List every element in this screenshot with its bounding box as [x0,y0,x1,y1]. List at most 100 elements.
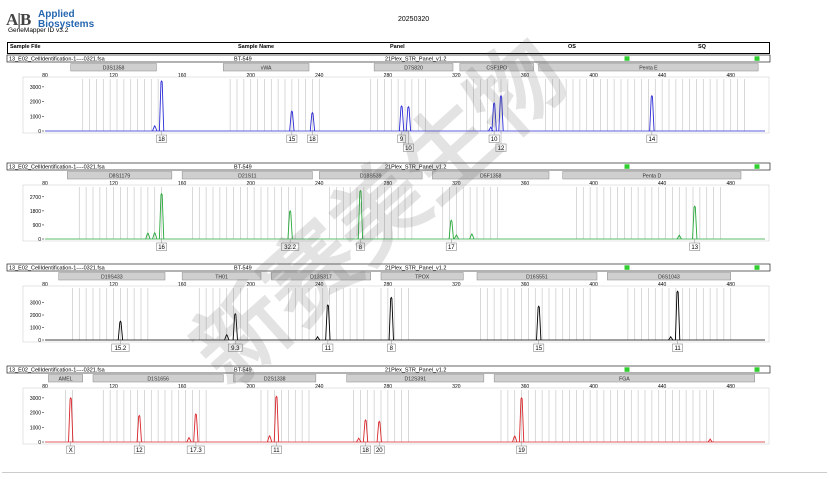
allele-label-box [516,445,527,454]
allele-peak [158,192,165,240]
allele-label: 15 [535,346,542,352]
x-tick-label: 440 [658,181,667,187]
x-tick-label: 240 [315,181,324,187]
allele-label: 10 [491,137,498,143]
x-tick-label: 200 [247,181,256,187]
allele-label: 18 [309,137,316,143]
allele-label: 32.2 [284,245,296,251]
locus-label: vWA [261,65,272,71]
minor-peak [186,436,192,443]
allele-label-box [281,242,300,251]
allele-peak [309,111,316,132]
x-tick-label: 80 [42,73,48,79]
locus-label: CSF1PO [486,65,507,71]
x-tick-label: 400 [589,73,598,79]
allele-peak [289,110,295,132]
locus-box [233,374,317,383]
minor-peak [152,231,158,240]
panel-sample-file: 13_E02_CellIdentification-1----0321.fsa [9,57,106,63]
locus-label: TPOX [415,274,430,280]
allele-peak [376,420,382,443]
x-tick-label: 440 [658,282,667,288]
panel-panel-name: 21Plex_STR_Panel_v1.2 [385,266,446,272]
report-date: 20250320 [398,16,430,23]
panel-sample-name: BT-549 [234,57,252,63]
plot-frame [22,387,770,445]
x-tick-label: 440 [658,73,667,79]
x-tick-label: 240 [315,282,324,288]
x-tick-label: 400 [589,282,598,288]
minor-peak [224,333,230,341]
y-tick-label: 1000 [30,114,41,120]
y-tick-label: 900 [33,223,42,229]
minor-peak [315,335,321,341]
y-tick-label: 2000 [30,411,41,417]
allele-label: 9.3 [231,346,240,352]
locus-box [58,272,166,281]
brand-line-2: Biosystems [38,19,95,30]
y-tick-label: 0 [38,237,41,243]
x-tick-label: 80 [42,384,48,390]
minor-peak [453,234,460,240]
panel-info-row [6,365,771,374]
minor-peak [356,437,362,443]
allele-label-box [387,343,396,352]
locus-label: D19S433 [101,274,123,280]
allele-label-box [397,134,406,143]
column-header-row: Sample File Sample Name Panel OS SQ [7,42,770,54]
panel-blue: 13_E02_CellIdentification-1----0321.fsa B… [6,54,771,152]
brand-name: Applied Biosystems [38,10,94,30]
allele-label: 11 [674,346,681,352]
x-tick-label: 480 [727,384,736,390]
x-tick-label: 360 [521,73,530,79]
allele-label: 17 [448,245,455,251]
minor-peak [707,438,713,443]
allele-label: 16 [158,245,165,251]
os-flag [624,164,630,169]
allele-peak [136,414,142,443]
locus-box [181,272,262,281]
locus-box [607,272,731,281]
locus-label: D12S391 [404,376,426,382]
x-tick-label: 240 [315,384,324,390]
locus-box [562,171,742,180]
x-tick-label: 160 [178,73,187,79]
allele-label-box [373,445,385,454]
allele-label-box [228,343,243,352]
allele-peak [68,397,74,443]
x-tick-label: 200 [247,384,256,390]
allele-peak [273,395,280,443]
locus-label: D1S1656 [147,376,169,382]
allele-peak [398,105,405,132]
brand-line-1: Applied [38,9,75,20]
locus-box [380,272,464,281]
x-tick-label: 320 [452,384,461,390]
x-tick-label: 80 [42,282,48,288]
x-tick-label: 280 [384,384,393,390]
locus-box [346,374,485,383]
allele-peak [498,94,504,132]
sq-flag [754,56,760,61]
allele-peak [448,219,454,240]
allele-label-box [445,242,457,251]
locus-label: D21S11 [238,173,256,179]
locus-box [476,272,598,281]
minor-peak [668,335,674,341]
y-tick-label: 2000 [30,313,41,319]
app-name: GeneMapper ID v3.2 [8,27,69,34]
locus-box [319,171,423,180]
allele-label: 12 [136,448,143,454]
panel-sample-name: BT-549 [234,368,252,374]
y-tick-label: 1000 [30,425,41,431]
x-tick-label: 160 [178,181,187,187]
allele-label-box [646,134,658,143]
allele-label-box [356,242,365,251]
locus-label: D2S1338 [264,376,286,382]
locus-box [373,63,454,72]
x-tick-label: 120 [109,181,118,187]
panel-sample-name: BT-549 [234,165,252,171]
y-tick-label: 1800 [30,209,41,215]
